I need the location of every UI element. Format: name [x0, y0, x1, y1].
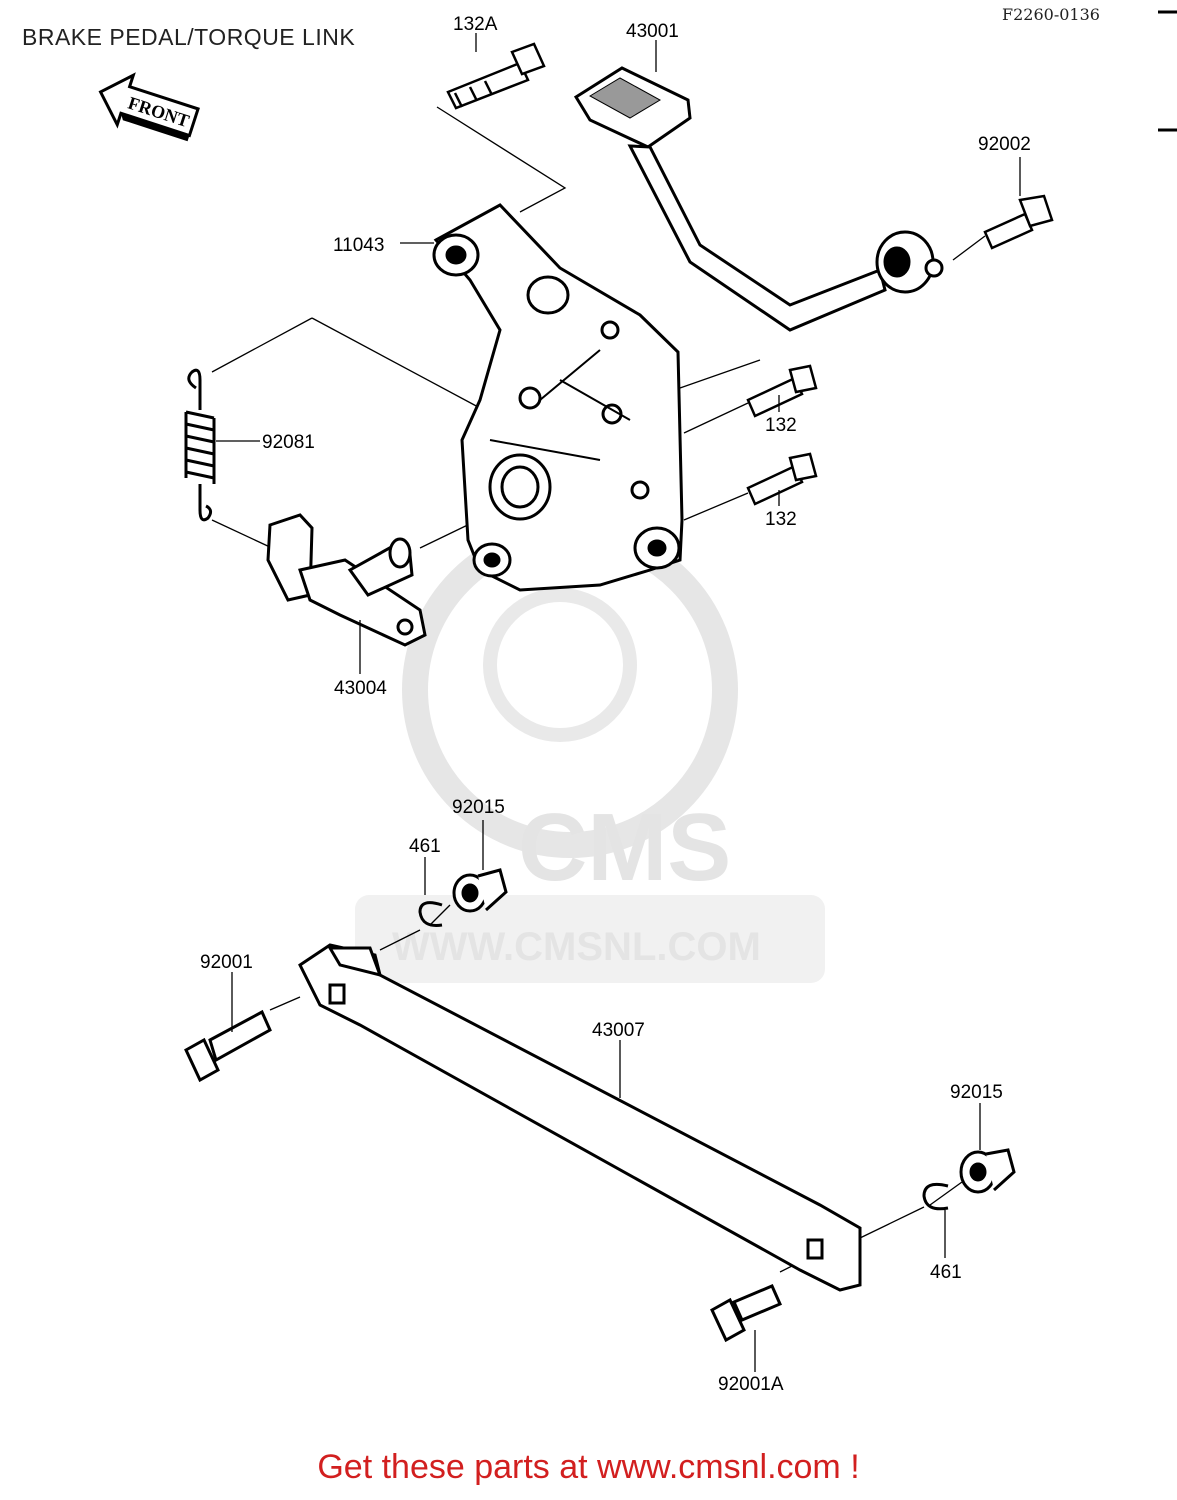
lever-43004	[266, 513, 427, 647]
clip-461-lower	[922, 1182, 949, 1211]
part-label-132a: 132A	[453, 14, 498, 35]
bushing-92015-lower	[959, 1148, 1016, 1194]
part-label-92015-upper: 92015	[452, 797, 505, 818]
part-label-11043: 11043	[333, 235, 384, 256]
figure-code: F2260-0136	[1002, 5, 1100, 24]
watermark-logo: CMS	[518, 794, 731, 901]
bolt-92002	[983, 194, 1054, 250]
bolt-132-upper	[746, 364, 818, 418]
bolt-92001a	[710, 1284, 782, 1343]
part-label-92002: 92002	[978, 134, 1031, 155]
part-label-43007: 43007	[592, 1020, 645, 1041]
part-label-461-upper: 461	[409, 836, 441, 857]
part-label-132-lower: 132	[765, 509, 797, 530]
part-label-92015-lower: 92015	[950, 1082, 1003, 1103]
bushing-92015-upper	[452, 868, 508, 913]
watermark: CMS WWW.CMSNL.COM	[355, 522, 825, 983]
part-label-43004: 43004	[334, 678, 387, 699]
part-label-92001: 92001	[200, 952, 253, 973]
leader-lines	[216, 33, 1021, 1372]
bolt-132-lower	[746, 452, 818, 506]
clip-461-upper	[418, 901, 443, 927]
edge-marks	[1158, 10, 1177, 132]
part-labels: 132A 43001 92002 11043 92081 132 132 430…	[200, 14, 1031, 1395]
bolt-132a	[446, 42, 546, 110]
part-label-92001a: 92001A	[718, 1374, 784, 1395]
part-label-132-upper: 132	[765, 415, 797, 436]
assembly-guide-lines	[211, 106, 986, 1273]
torque-link-43007	[298, 943, 862, 1292]
bracket-11043	[432, 203, 684, 592]
brake-pedal-43001	[573, 66, 944, 332]
call-to-action[interactable]: Get these parts at www.cmsnl.com !	[317, 1448, 860, 1486]
page-title: BRAKE PEDAL/TORQUE LINK	[22, 24, 356, 50]
part-label-461-lower: 461	[930, 1262, 962, 1283]
part-label-92081: 92081	[262, 432, 315, 453]
front-arrow: FRONT	[98, 72, 200, 142]
spring-92081	[184, 368, 216, 522]
part-label-43001: 43001	[626, 21, 679, 42]
watermark-url: WWW.CMSNL.COM	[392, 925, 761, 969]
bolt-92001	[184, 1009, 272, 1083]
